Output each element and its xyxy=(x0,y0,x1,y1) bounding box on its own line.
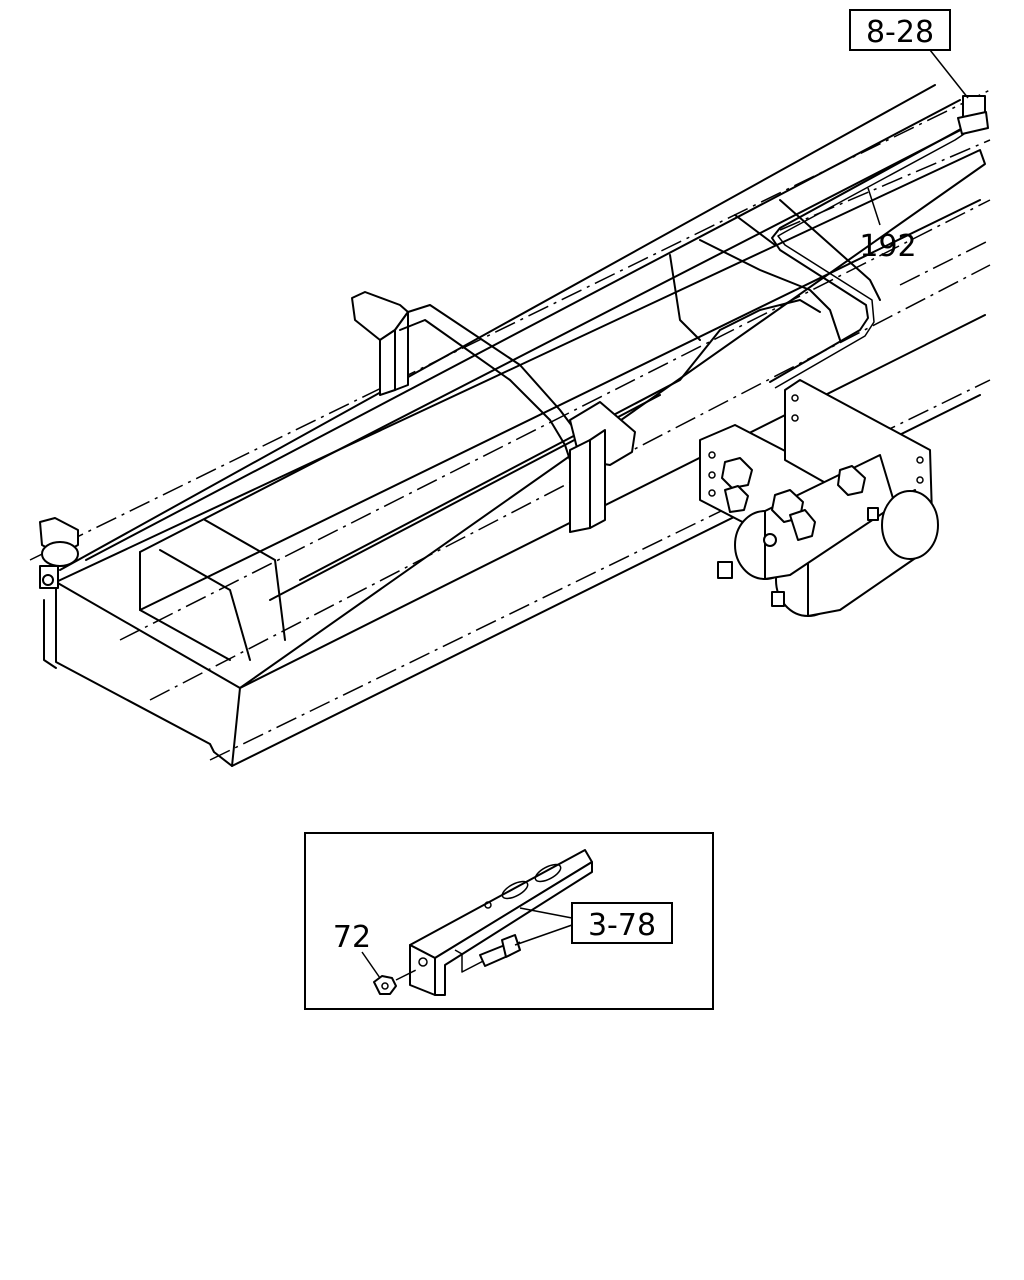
callout-3-78-label: 3-78 xyxy=(588,908,656,943)
detail-inset: 3-78 72 xyxy=(304,832,714,1010)
detail-nut xyxy=(373,967,421,995)
callout-3-78: 3-78 xyxy=(514,902,673,946)
callout-8-28-label: 8-28 xyxy=(866,15,934,50)
callout-192-label: 192 xyxy=(859,229,916,264)
callout-72-label: 72 xyxy=(333,920,371,955)
callout-192: 192 xyxy=(859,187,917,264)
detail-bracket xyxy=(409,849,593,996)
callout-72: 72 xyxy=(333,920,381,979)
detail-bolt xyxy=(479,934,521,967)
hanger-bracket xyxy=(351,291,636,533)
air-line xyxy=(769,95,989,389)
front-bracket xyxy=(39,517,79,589)
air-tank-assembly xyxy=(699,379,939,617)
callout-8-28: 8-28 xyxy=(849,9,969,99)
